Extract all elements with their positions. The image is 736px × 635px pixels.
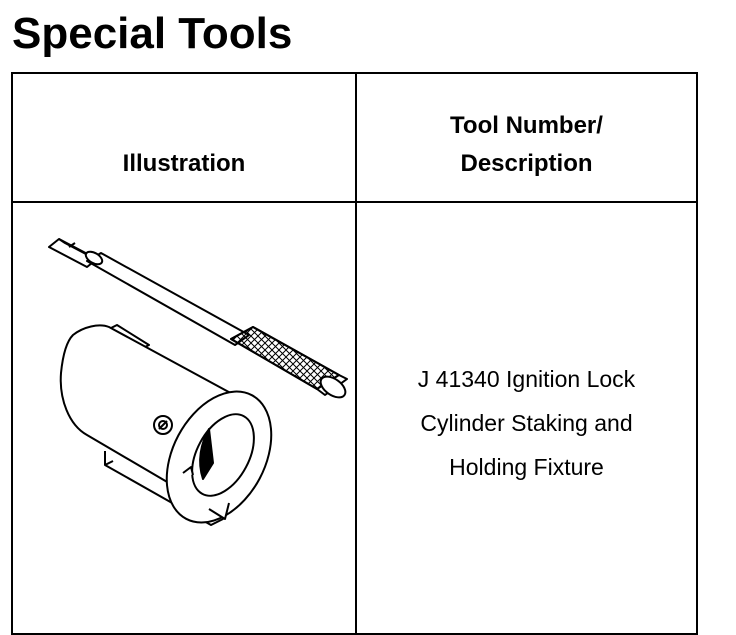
- tool-number-header-line2: Description: [460, 150, 593, 177]
- tool-number-header-line1: Tool Number/: [450, 112, 603, 139]
- tool-description-line3: Holding Fixture: [449, 454, 604, 480]
- table-header-row: Illustration Tool Number/ Description: [11, 72, 698, 203]
- holding-fixture: [59, 324, 273, 526]
- page-title: Special Tools: [12, 9, 293, 58]
- table-row: J 41340 Ignition Lock Cylinder Staking a…: [11, 201, 698, 635]
- tool-description: J 41340 Ignition Lock Cylinder Staking a…: [377, 357, 677, 489]
- tool-number-column-header: Tool Number/ Description: [355, 72, 698, 203]
- illustration-column-header: Illustration: [11, 72, 357, 203]
- tool-description-line1: J 41340 Ignition Lock: [417, 366, 636, 392]
- tool-description-line2: Cylinder Staking and: [420, 410, 633, 436]
- tool-description-cell: J 41340 Ignition Lock Cylinder Staking a…: [355, 201, 698, 635]
- staking-fixture-illustration: [48, 238, 348, 526]
- special-tools-table: Illustration Tool Number/ Description: [11, 72, 698, 635]
- staking-pin: [48, 238, 348, 399]
- tool-illustration-cell: [11, 201, 357, 635]
